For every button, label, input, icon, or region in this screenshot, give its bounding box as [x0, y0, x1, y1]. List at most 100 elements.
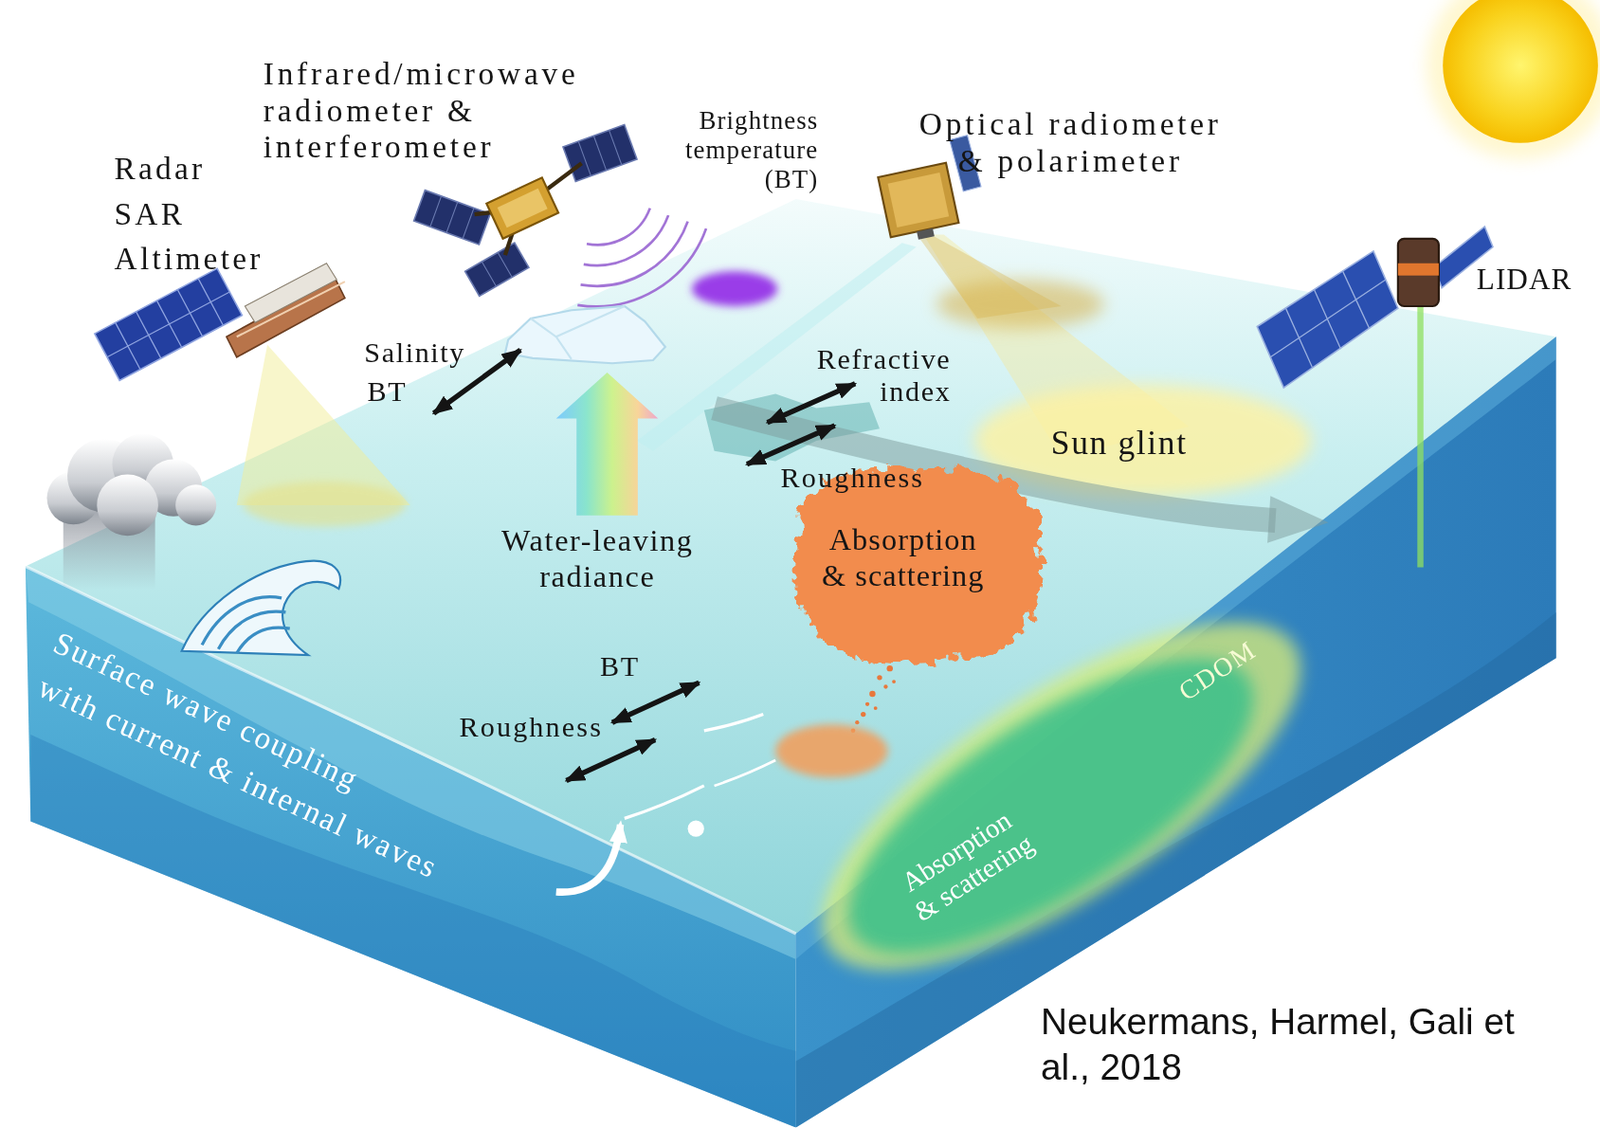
radar-footprint	[242, 481, 406, 527]
emission-arcs	[583, 215, 669, 266]
instrument-label: SAR	[114, 196, 186, 233]
water-leaving-arrow	[556, 372, 659, 516]
radiometer-satellite	[486, 177, 559, 238]
radar-satellite	[94, 268, 243, 381]
radiometer-satellite	[563, 124, 637, 182]
radiometer-satellite	[414, 190, 491, 245]
surface-foam	[624, 714, 776, 837]
surface-foam	[704, 714, 764, 731]
double-arrows	[767, 383, 856, 423]
property-label: BT	[367, 375, 408, 409]
particle-plume	[887, 665, 893, 672]
ocean-block	[25, 565, 797, 1128]
breaking-wave	[181, 561, 341, 656]
optical-satellite	[877, 163, 959, 237]
radiometer-satellite	[497, 188, 548, 228]
cdom-plume	[772, 559, 1349, 1034]
emission-arcs	[586, 208, 651, 246]
breaking-wave	[181, 561, 341, 656]
surface-foam	[714, 760, 777, 786]
ocean-block	[25, 199, 1557, 1128]
lidar-satellite	[1270, 271, 1386, 367]
radiometer-satellite	[563, 124, 637, 182]
optical-satellite	[888, 172, 950, 228]
coupling-arrow	[556, 824, 621, 892]
cloud	[175, 484, 217, 526]
instrument-label: LIDAR	[1476, 262, 1573, 297]
double-arrows	[612, 682, 700, 723]
breaking-wave	[218, 611, 286, 649]
instrument-label: Optical radiometer & polarimeter	[910, 106, 1230, 180]
emission-arcs	[581, 221, 689, 287]
radiometer-satellite	[465, 242, 529, 296]
optical-footprint	[936, 279, 1105, 329]
radar-satellite	[236, 281, 346, 337]
radiometer-satellite	[474, 163, 582, 255]
water-leaving-arrow	[556, 372, 659, 516]
surface-foam	[688, 820, 705, 837]
radiometer-satellite	[481, 252, 512, 287]
property-label: Salinity	[363, 336, 466, 370]
phenomenon-label: Water-leaving radiance	[488, 523, 708, 594]
emission-arcs	[577, 228, 707, 307]
particle-plume	[873, 706, 878, 710]
emission-arcs	[577, 208, 778, 308]
property-label: Refractive index	[798, 343, 951, 409]
phenomenon-label: Sun glint	[1051, 424, 1188, 464]
signal-label: Brightness temperature (BT)	[644, 106, 819, 195]
lidar-satellite	[1256, 251, 1399, 388]
property-label: Roughness	[458, 710, 603, 745]
cloud	[47, 434, 218, 591]
particle-plume	[891, 679, 896, 684]
sea-ice	[505, 306, 666, 364]
instrument-label: Infrared/microwave radiometer & interfer…	[263, 55, 596, 165]
ocean-block	[30, 734, 796, 1128]
sun	[1442, 0, 1599, 144]
process-label: Absorption & scattering	[816, 522, 990, 593]
optical-satellite	[877, 163, 961, 246]
double-arrows	[565, 739, 655, 781]
particle-plume	[876, 674, 882, 680]
radar-satellite	[94, 268, 243, 381]
emission-arcs	[691, 271, 778, 307]
cdom-plume	[806, 605, 1295, 1007]
particle-plume	[869, 690, 875, 697]
cloud	[96, 474, 159, 537]
double-arrows	[746, 425, 836, 465]
lidar-satellite	[1417, 306, 1423, 568]
breaking-wave	[236, 627, 291, 654]
radar-satellite	[94, 268, 243, 381]
double-arrows	[434, 349, 856, 781]
radiometer-satellite	[486, 177, 559, 238]
particle-plume	[883, 684, 888, 689]
coupling-arrow	[556, 824, 621, 892]
radiometer-satellite	[578, 129, 622, 176]
lidar-satellite	[1398, 238, 1439, 307]
cdom-plume	[772, 559, 1349, 1034]
sea-ice	[505, 306, 666, 364]
optical-satellite	[916, 228, 935, 240]
instrument-label: Altimeter	[114, 240, 264, 277]
optical-footprint	[918, 235, 1311, 498]
ocean-block	[25, 565, 797, 934]
lidar-satellite	[1256, 226, 1493, 568]
citation-caption: Neukermans, Harmel, Gali et al., 2018	[1040, 998, 1566, 1091]
sun-glint-path	[1267, 495, 1329, 544]
sun	[1426, 0, 1600, 160]
particle-plume	[854, 720, 859, 725]
radar-satellite	[94, 263, 346, 382]
particle-plume	[775, 724, 888, 778]
particle-plume	[794, 467, 1044, 665]
property-label: Roughness	[781, 461, 926, 495]
radar-footprint	[236, 345, 411, 528]
instrument-label: Radar	[114, 150, 206, 187]
sun	[1426, 0, 1600, 160]
property-label: BT	[600, 650, 640, 684]
surface-foam	[624, 785, 705, 819]
radiometer-satellite	[414, 190, 491, 245]
particle-plume	[865, 702, 870, 707]
lidar-satellite	[1398, 263, 1439, 276]
particle-plume	[860, 711, 866, 717]
radar-footprint	[236, 345, 411, 506]
